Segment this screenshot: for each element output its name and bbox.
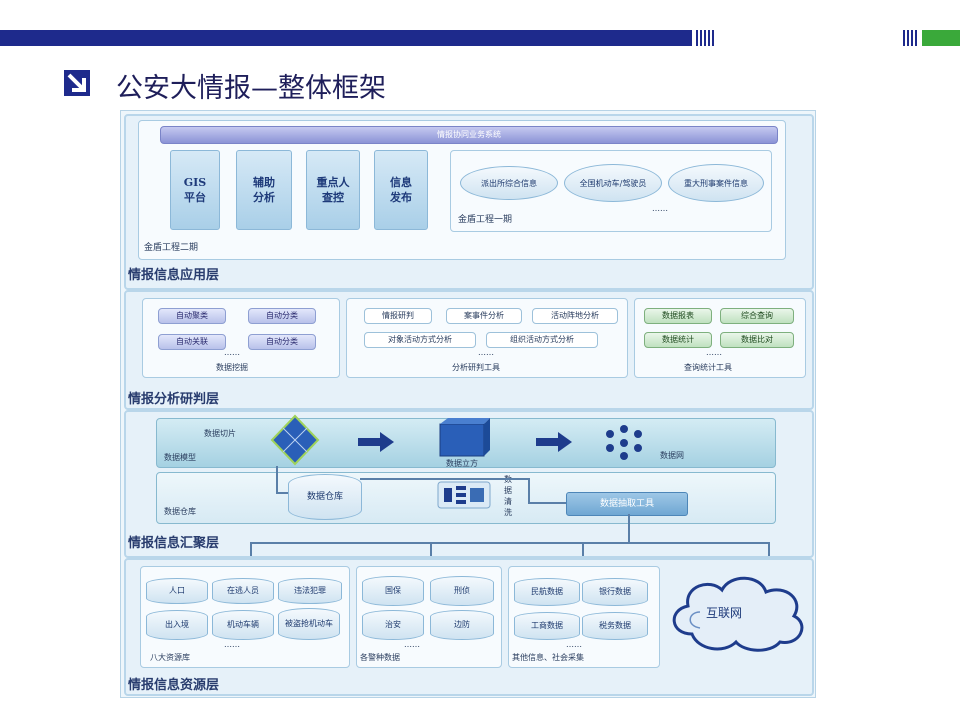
- object-activity-analysis: 对象活动方式分析: [364, 332, 476, 348]
- connector-line: [768, 542, 770, 556]
- header-right-ticks: [903, 30, 917, 46]
- data-mining-label: 数据挖掘: [216, 363, 248, 372]
- auto-classify-2: 自动分类: [248, 334, 316, 350]
- data-cleaning-icon: [437, 481, 491, 509]
- bank-data: 银行数据: [582, 578, 648, 606]
- vehicle-lib: 机动车辆: [212, 610, 274, 640]
- jindun-phase2-label: 金盾工程二期: [144, 243, 199, 253]
- application-layer-label: 情报信息应用层: [128, 268, 220, 283]
- public-security-data: 治安: [362, 610, 424, 640]
- header-green-bar: [922, 30, 960, 46]
- major-criminal-case-info: 重大刑事案件信息: [668, 164, 764, 202]
- crime-lib: 违法犯罪: [278, 578, 342, 604]
- entry-exit-lib: 出入境: [146, 610, 208, 640]
- org-activity-analysis: 组织活动方式分析: [486, 332, 598, 348]
- auto-classify-1: 自动分类: [248, 308, 316, 324]
- data-report: 数据报表: [644, 308, 712, 324]
- phase1-more: ……: [652, 204, 668, 213]
- analysis-tools-label: 分析研判工具: [452, 363, 500, 372]
- intel-judgement: 情报研判: [364, 308, 432, 324]
- data-statistics: 数据统计: [644, 332, 712, 348]
- data-net-icon: [606, 425, 642, 460]
- aggregation-layer-label: 情报信息汇聚层: [128, 536, 220, 551]
- activity-site-analysis: 活动阵地分析: [532, 308, 618, 324]
- population-lib: 人口: [146, 578, 208, 604]
- data-cube-icon: [439, 418, 490, 457]
- connector-line: [250, 542, 770, 544]
- jindun-phase1-label: 金盾工程一期: [458, 215, 513, 225]
- data-slice-icon: [270, 414, 320, 466]
- data-warehouse-cylinder: 数据仓库: [288, 474, 362, 520]
- aviation-data: 民航数据: [514, 578, 580, 606]
- data-cube-label: 数据立方: [446, 459, 478, 468]
- intelligence-collab-system: 情报协同业务系统: [160, 126, 778, 144]
- mining-more: ……: [224, 348, 240, 357]
- connector-line: [250, 542, 252, 556]
- criminal-investigation-data: 刑侦: [430, 576, 494, 606]
- tax-data: 税务数据: [582, 612, 648, 640]
- police-more: ……: [404, 640, 420, 649]
- data-slice-label: 数据切片: [204, 429, 236, 438]
- data-extraction-tool: 数据抽取工具: [566, 492, 688, 516]
- internet-label: 互联网: [706, 606, 743, 620]
- gis-platform-box: GIS 平台: [170, 150, 220, 230]
- social-more: ……: [566, 640, 582, 649]
- police-station-info: 派出所综合信息: [460, 166, 558, 200]
- national-vehicle-driver-info: 全国机动车/驾驶员: [564, 164, 662, 202]
- query-more: ……: [706, 348, 722, 357]
- stolen-vehicle-lib: 被盗抢机动车: [278, 608, 340, 640]
- header-bar: [0, 30, 692, 46]
- internet-cloud-icon: [672, 576, 804, 652]
- connector-line: [628, 514, 630, 542]
- border-defense-data: 边防: [430, 610, 494, 640]
- analysis-layer-label: 情报分析研判层: [128, 392, 220, 407]
- data-warehouse-label: 数据仓库: [164, 507, 196, 516]
- resource-layer-label: 情报信息资源层: [128, 678, 220, 693]
- guobao-data: 国保: [362, 576, 424, 606]
- auto-clustering: 自动聚类: [158, 308, 226, 324]
- arrow-right-icon: [358, 432, 394, 452]
- police-data-label: 各警种数据: [360, 653, 400, 662]
- eight-libraries-label: 八大资源库: [150, 653, 190, 662]
- connector-line: [430, 542, 432, 556]
- connector-line: [582, 542, 584, 556]
- data-comparison: 数据比对: [720, 332, 794, 348]
- data-net-label: 数据网: [660, 451, 684, 460]
- connector-line: [276, 466, 278, 492]
- connector-line: [360, 478, 528, 480]
- auto-association: 自动关联: [158, 334, 226, 350]
- query-stats-label: 查询统计工具: [684, 363, 732, 372]
- data-model-label: 数据模型: [164, 453, 196, 462]
- header-bar-ticks: [696, 30, 714, 46]
- assist-analysis-box: 辅助 分析: [236, 150, 292, 230]
- case-event-analysis: 案事件分析: [446, 308, 522, 324]
- connector-line: [528, 502, 566, 504]
- integrated-query: 综合查询: [720, 308, 794, 324]
- arrow-right-icon-2: [536, 432, 572, 452]
- page-title: 公安大情报—整体框架: [116, 73, 386, 104]
- eight-libs-more: ……: [224, 640, 240, 649]
- fugitive-lib: 在逃人员: [212, 578, 274, 604]
- social-data-label: 其他信息、社会采集: [512, 653, 584, 662]
- connector-line: [276, 492, 288, 494]
- info-release-box: 信息 发布: [374, 150, 428, 230]
- title-bullet-icon: [64, 70, 90, 96]
- industry-commerce-data: 工商数据: [514, 612, 580, 640]
- data-cleaning-label: 数据清洗: [504, 475, 512, 517]
- connector-line: [528, 478, 530, 502]
- tools-more: ……: [478, 348, 494, 357]
- key-person-control-box: 重点人 查控: [306, 150, 360, 230]
